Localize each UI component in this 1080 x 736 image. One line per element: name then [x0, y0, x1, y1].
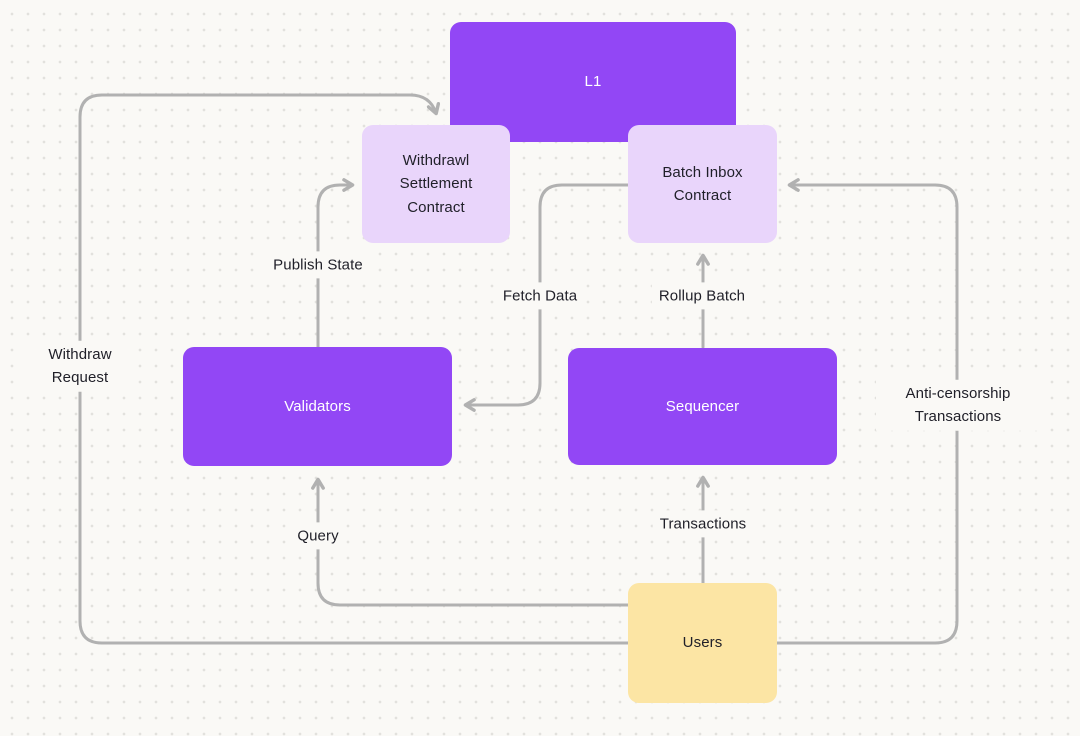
node-l1: L1	[450, 22, 736, 142]
node-batch-inbox-contract: Batch Inbox Contract	[628, 125, 777, 243]
edge-query	[311, 477, 630, 607]
edge-publish-state	[316, 178, 355, 349]
edge-label-rollup-batch: Rollup Batch	[651, 282, 753, 310]
edge-label-publish-state: Publish State	[266, 251, 370, 279]
node-sequencer-label: Sequencer	[665, 397, 740, 415]
edge-label-query: Query	[290, 522, 346, 550]
node-withdrawl-settlement-contract-label: Withdrawl Settlement Contract	[399, 152, 473, 216]
node-validators-label: Validators	[284, 397, 351, 415]
edge-label-anti-censorship: Anti-censorship Transactions	[876, 379, 1040, 431]
node-users: Users	[628, 583, 777, 703]
node-l1-label: L1	[584, 73, 602, 91]
edge-label-transactions: Transactions	[652, 510, 754, 538]
node-validators: Validators	[183, 347, 452, 466]
edge-label-fetch-data: Fetch Data	[495, 282, 585, 310]
edge-withdraw-request	[78, 93, 630, 645]
edge-label-withdraw-request: Withdraw Request	[25, 340, 135, 392]
node-sequencer: Sequencer	[568, 348, 837, 465]
node-batch-inbox-contract-label: Batch Inbox Contract	[662, 163, 743, 204]
node-users-label: Users	[682, 634, 723, 652]
node-withdrawl-settlement-contract: Withdrawl Settlement Contract	[362, 125, 510, 243]
